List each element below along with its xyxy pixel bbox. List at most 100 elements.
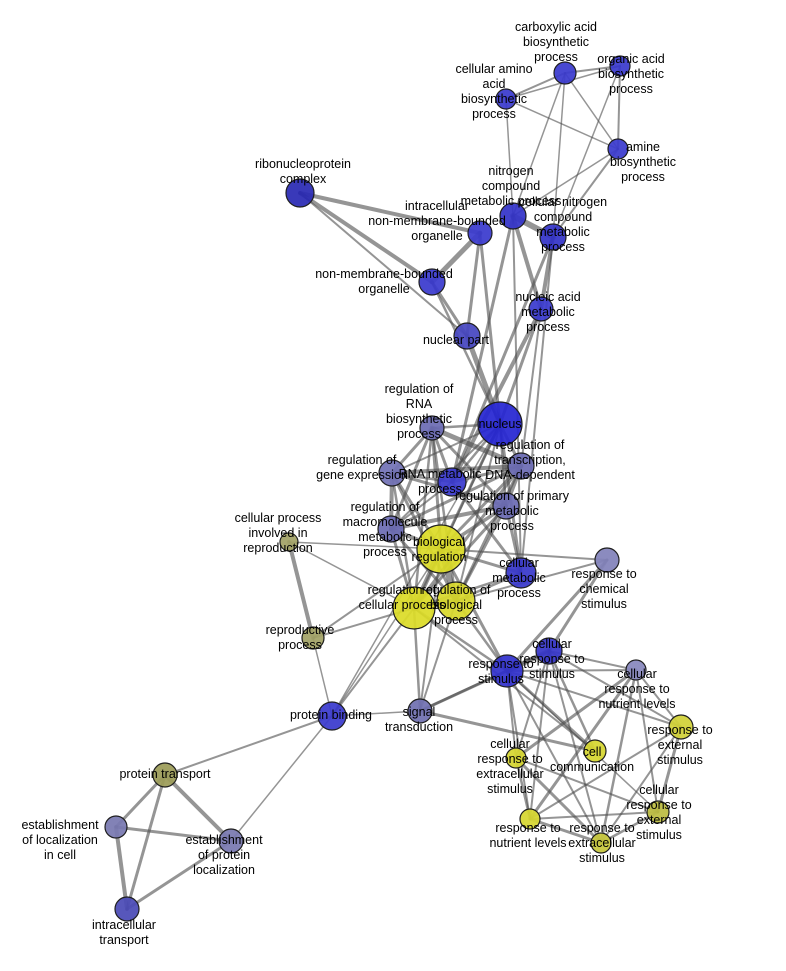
- edge-protein_transport--protein_binding[interactable]: [164, 715, 333, 776]
- node-ribonucleoprotein_complex[interactable]: [285, 178, 315, 208]
- edge-response_to_external_stimulus--cellular_response_to_external_stimulus[interactable]: [656, 725, 683, 814]
- edge-organic_acid_biosynthetic_process--cellular_nitrogen_compound_metabolic_process[interactable]: [552, 65, 621, 238]
- edge-establishment_of_localization_in_cell--establishment_of_protein_localization[interactable]: [114, 825, 233, 843]
- edge-response_to_external_stimulus--response_to_extracellular_stimulus[interactable]: [600, 726, 682, 844]
- node-response_to_external_stimulus[interactable]: [668, 714, 694, 740]
- edge-nitrogen_compound_metabolic_process--nucleic_acid_metabolic_process[interactable]: [511, 214, 543, 311]
- edge-signal_transduction--biological_regulation[interactable]: [419, 548, 442, 712]
- node-non_membrane_bounded_organelle[interactable]: [418, 268, 446, 296]
- node-cell_communication[interactable]: [583, 739, 607, 763]
- node-cellular_response_to_nutrient_levels[interactable]: [625, 659, 647, 681]
- edge-cellular_process_involved_in_reproduction--biological_regulation[interactable]: [288, 541, 442, 550]
- edge-nucleic_acid_metabolic_process--RNA_metabolic_process[interactable]: [450, 307, 543, 484]
- edge-response_to_stimulus--response_to_nutrient_levels[interactable]: [506, 670, 531, 820]
- edge-cellular_amino_acid_biosynthetic_process--nitrogen_compound_metabolic_process[interactable]: [505, 98, 514, 217]
- edge-amine_biosynthetic_process--nitrogen_compound_metabolic_process[interactable]: [512, 148, 619, 217]
- edge-cellular_response_to_nutrient_levels--cellular_response_to_external_stimulus[interactable]: [635, 669, 659, 813]
- edge-regulation_of_primary_metabolic_process--regulation_of_macromolecule_metabolic_process[interactable]: [389, 504, 508, 531]
- edge-cellular_response_to_stimulus--response_to_chemical_stimulus[interactable]: [547, 558, 609, 653]
- node-signal_transduction[interactable]: [407, 698, 433, 724]
- node-establishment_of_localization_in_cell[interactable]: [104, 815, 128, 839]
- edge-organic_acid_biosynthetic_process--amine_biosynthetic_process[interactable]: [617, 65, 621, 150]
- edge-cellular_response_to_stimulus--cell_communication[interactable]: [547, 649, 597, 753]
- node-intracellular_transport[interactable]: [114, 896, 140, 922]
- node-response_to_extracellular_stimulus[interactable]: [590, 832, 612, 854]
- node-RNA_metabolic_process[interactable]: [437, 467, 467, 497]
- edge-cellular_response_to_extracellular_stimulus--response_to_extracellular_stimulus[interactable]: [514, 756, 603, 845]
- edge-cellular_response_to_stimulus--response_to_nutrient_levels[interactable]: [529, 650, 550, 820]
- edge-establishment_of_localization_in_cell--intracellular_transport[interactable]: [114, 825, 129, 911]
- node-nucleic_acid_metabolic_process[interactable]: [528, 296, 554, 322]
- edge-carboxylic_acid_biosynthetic_process--nitrogen_compound_metabolic_process[interactable]: [512, 72, 566, 217]
- edge-response_to_stimulus--cellular_response_to_nutrient_levels[interactable]: [506, 669, 637, 672]
- edge-nitrogen_compound_metabolic_process--cellular_metabolic_process[interactable]: [512, 215, 522, 574]
- node-response_to_stimulus[interactable]: [490, 654, 524, 688]
- edge-response_to_chemical_stimulus--biological_regulation[interactable]: [440, 548, 608, 561]
- edge-response_to_stimulus--response_to_extracellular_stimulus[interactable]: [506, 670, 602, 844]
- edge-protein_binding--regulation_of_cellular_process[interactable]: [331, 607, 415, 717]
- edge-establishment_of_protein_localization--protein_binding[interactable]: [230, 715, 333, 842]
- edge-protein_binding--signal_transduction[interactable]: [331, 710, 421, 717]
- node-cellular_metabolic_process[interactable]: [505, 557, 537, 589]
- node-amine_biosynthetic_process[interactable]: [607, 138, 629, 160]
- edge-regulation_of_RNA_biosynthetic_process--regulation_of_transcription_DNA_dependent[interactable]: [429, 425, 524, 469]
- node-nitrogen_compound_metabolic_process[interactable]: [499, 202, 527, 230]
- node-cellular_response_to_stimulus[interactable]: [535, 637, 563, 665]
- node-regulation_of_transcription_DNA_dependent[interactable]: [507, 452, 535, 480]
- edge-response_to_stimulus--response_to_chemical_stimulus[interactable]: [505, 558, 609, 673]
- edge-protein_transport--establishment_of_protein_localization[interactable]: [163, 773, 233, 843]
- edge-response_to_external_stimulus--response_to_nutrient_levels[interactable]: [529, 726, 682, 820]
- edge-intracellular_non_membrane_bounded_organelle--nuclear_part[interactable]: [465, 231, 482, 338]
- node-response_to_chemical_stimulus[interactable]: [594, 547, 620, 573]
- edge-amine_biosynthetic_process--cellular_nitrogen_compound_metabolic_process[interactable]: [552, 148, 619, 238]
- node-cellular_nitrogen_compound_metabolic_process[interactable]: [539, 223, 567, 251]
- edge-response_to_nutrient_levels--cellular_response_to_external_stimulus[interactable]: [529, 811, 659, 820]
- node-regulation_of_RNA_biosynthetic_process[interactable]: [419, 415, 445, 441]
- edge-cellular_response_to_stimulus--response_to_extracellular_stimulus[interactable]: [548, 650, 602, 844]
- edge-ribonucleoprotein_complex--intracellular_non_membrane_bounded_organelle[interactable]: [298, 191, 482, 235]
- edge-cellular_nitrogen_compound_metabolic_process--cellular_metabolic_process[interactable]: [520, 236, 554, 574]
- node-regulation_of_macromolecule_metabolic_process[interactable]: [377, 515, 405, 543]
- edge-response_to_nutrient_levels--response_to_extracellular_stimulus[interactable]: [528, 817, 603, 845]
- edge-protein_binding--biological_regulation[interactable]: [331, 548, 442, 717]
- node-nucleus[interactable]: [477, 401, 523, 447]
- node-carboxylic_acid_biosynthetic_process[interactable]: [553, 61, 577, 85]
- edge-cellular_process_involved_in_reproduction--regulation_of_cellular_process[interactable]: [288, 541, 415, 609]
- edge-intracellular_transport--establishment_of_protein_localization[interactable]: [125, 839, 233, 911]
- edge-cellular_response_to_extracellular_stimulus--cellular_response_to_external_stimulus[interactable]: [515, 757, 659, 813]
- edge-nucleic_acid_metabolic_process--regulation_of_transcription_DNA_dependent[interactable]: [520, 308, 542, 467]
- node-biological_regulation[interactable]: [416, 524, 466, 574]
- edge-cellular_response_to_stimulus--cellular_response_to_extracellular_stimulus[interactable]: [515, 650, 550, 759]
- node-cellular_process_involved_in_reproduction[interactable]: [279, 532, 299, 552]
- edge-ribonucleoprotein_complex--nuclear_part[interactable]: [299, 192, 468, 337]
- node-establishment_of_protein_localization[interactable]: [218, 828, 244, 854]
- edge-regulation_of_transcription_DNA_dependent--regulation_of_cellular_process[interactable]: [412, 464, 523, 610]
- edge-protein_binding--nucleus[interactable]: [331, 423, 501, 717]
- node-reproductive_process[interactable]: [301, 626, 325, 650]
- edge-protein_transport--intracellular_transport[interactable]: [125, 773, 167, 911]
- node-cellular_response_to_extracellular_stimulus[interactable]: [505, 747, 527, 769]
- node-regulation_of_cellular_process[interactable]: [392, 586, 436, 630]
- node-regulation_of_primary_metabolic_process[interactable]: [492, 492, 520, 520]
- node-regulation_of_biological_process[interactable]: [436, 581, 476, 621]
- edge-regulation_of_transcription_DNA_dependent--regulation_of_macromolecule_metabolic_process[interactable]: [389, 464, 523, 531]
- edge-signal_transduction--cell_communication[interactable]: [418, 709, 597, 753]
- node-cellular_amino_acid_biosynthetic_process[interactable]: [495, 88, 517, 110]
- node-intracellular_non_membrane_bounded_organelle[interactable]: [467, 220, 493, 246]
- node-response_to_nutrient_levels[interactable]: [519, 808, 541, 830]
- edge-carboxylic_acid_biosynthetic_process--amine_biosynthetic_process[interactable]: [564, 72, 619, 150]
- edge-cellular_process_involved_in_reproduction--reproductive_process[interactable]: [287, 540, 315, 640]
- edge-response_to_stimulus--cellular_response_to_external_stimulus[interactable]: [506, 670, 659, 813]
- node-cellular_response_to_external_stimulus[interactable]: [646, 800, 670, 824]
- edge-regulation_of_RNA_biosynthetic_process--regulation_of_cellular_process[interactable]: [412, 426, 434, 610]
- edge-carboxylic_acid_biosynthetic_process--cellular_nitrogen_compound_metabolic_process[interactable]: [552, 72, 566, 238]
- edge-ribonucleoprotein_complex--non_membrane_bounded_organelle[interactable]: [298, 191, 434, 284]
- node-regulation_of_gene_expression[interactable]: [378, 459, 406, 487]
- edge-cellular_response_to_stimulus--signal_transduction[interactable]: [418, 649, 551, 713]
- node-organic_acid_biosynthetic_process[interactable]: [609, 55, 631, 77]
- edge-nitrogen_compound_metabolic_process--RNA_metabolic_process[interactable]: [450, 214, 515, 484]
- edge-cellular_response_to_nutrient_levels--response_to_nutrient_levels[interactable]: [528, 668, 638, 821]
- edge-cellular_response_to_nutrient_levels--cellular_response_to_extracellular_stimulus[interactable]: [514, 668, 638, 760]
